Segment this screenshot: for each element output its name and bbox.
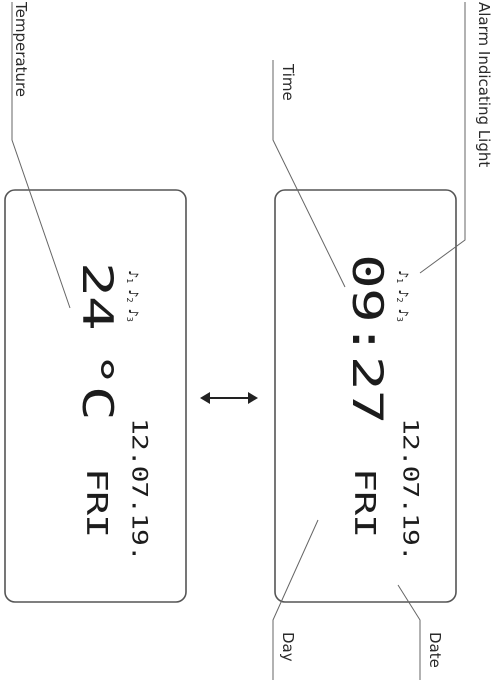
- left-alarm-indicators: ♪1 ♪2 ♪3: [125, 270, 140, 322]
- left-temperature-unit: °C: [73, 352, 122, 420]
- alarm-indicating-light-label: Alarm Indicating Light: [475, 2, 493, 168]
- right-display-frame: [274, 189, 457, 603]
- alarm-3-bell-icon: ♪: [395, 308, 410, 317]
- right-alarm-indicators: ♪1 ♪2 ♪3: [395, 270, 410, 322]
- temperature-leader-line: [11, 2, 71, 309]
- day-leader-line: [272, 519, 319, 680]
- alarm-2-bell-icon: ♪: [395, 289, 410, 298]
- right-day-value: FRI: [347, 468, 380, 538]
- temperature-label: Temperature: [12, 2, 30, 98]
- alarm-3-bell-icon: ♪: [125, 308, 140, 317]
- left-day-value: FRI: [79, 468, 112, 538]
- alarm-2-bell-icon: ♪: [125, 289, 140, 298]
- toggle-double-arrow-icon: [200, 392, 258, 404]
- left-date-value: 12.07.19.: [127, 418, 152, 561]
- day-label: Day: [279, 632, 297, 662]
- left-display-frame: [4, 189, 187, 603]
- right-time-value: 09:27: [343, 254, 392, 424]
- date-leader-line: [397, 584, 421, 680]
- alarm-leader-line: [419, 2, 466, 274]
- time-label: Time: [279, 64, 297, 101]
- right-date-value: 12.07.19.: [398, 418, 423, 561]
- left-temperature-value: 24: [73, 262, 122, 330]
- date-label: Date: [426, 632, 444, 668]
- time-leader-line: [272, 60, 346, 288]
